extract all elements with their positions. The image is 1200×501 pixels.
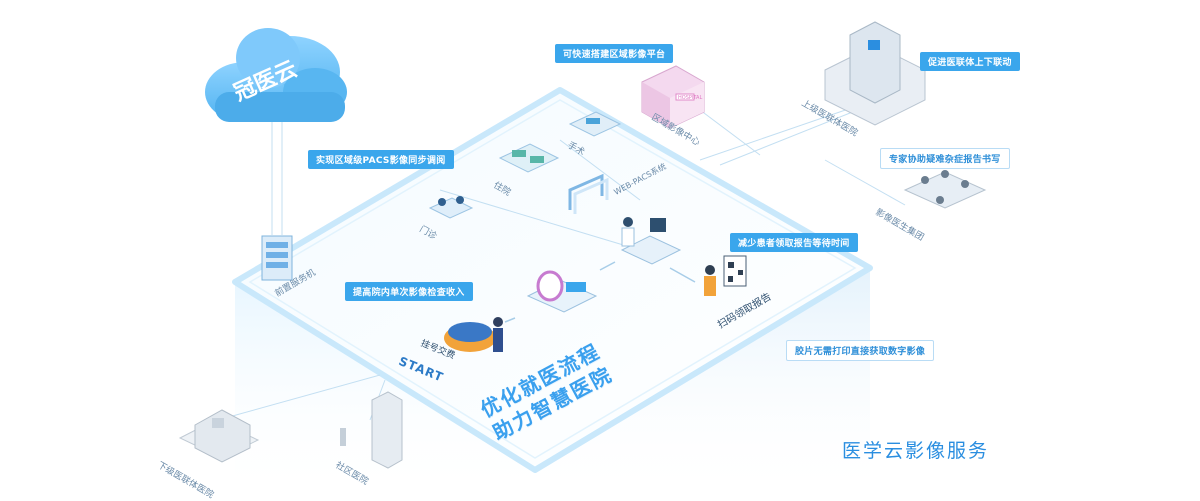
platform-left-face: [235, 282, 535, 500]
callout-pacs-sync: 实现区域级PACS影像同步调阅: [308, 150, 454, 169]
callout-raise-income: 提高院内单次影像检查收入: [345, 282, 473, 301]
platform-top-inner: [248, 99, 857, 459]
lower-hospital-building-icon: [178, 409, 260, 463]
cloud-icon: [205, 28, 347, 122]
callout-reduce-wait: 减少患者领取报告等待时间: [730, 233, 858, 252]
server-icon: [261, 235, 293, 281]
connection-lines: [199, 85, 906, 426]
platform-right-face: [535, 268, 870, 500]
qr-scan-icon: [704, 255, 747, 296]
callout-consortium: 促进医联体上下联动: [920, 52, 1020, 71]
community-hospital-building-icon: [340, 391, 403, 469]
surgery-scene-icon: [568, 111, 622, 137]
upper-hospital-building-icon: [824, 21, 926, 126]
callout-regional-platform: 可快速搭建区域影像平台: [555, 44, 674, 63]
callout-expert-assist: 专家协助疑难杂症报告书写: [880, 148, 1010, 169]
callout-film-free: 胶片无需打印直接获取数字影像: [786, 340, 935, 361]
inpatient-scene-icon: [498, 143, 560, 173]
flow-arrows: [504, 261, 696, 323]
web-pacs-gate-icon: [568, 173, 609, 214]
doctor-group-icon: [903, 170, 987, 209]
ct-scanner-icon: [526, 270, 598, 313]
outpatient-scene-icon: [428, 196, 474, 219]
registration-desk-icon: [444, 317, 503, 352]
doctor-workstation-icon: [620, 217, 682, 265]
regional-center-building-icon: [641, 65, 705, 129]
service-title: 医学云影像服务: [842, 440, 990, 462]
tag-hospital-sign: HOSPITAL: [678, 95, 703, 101]
